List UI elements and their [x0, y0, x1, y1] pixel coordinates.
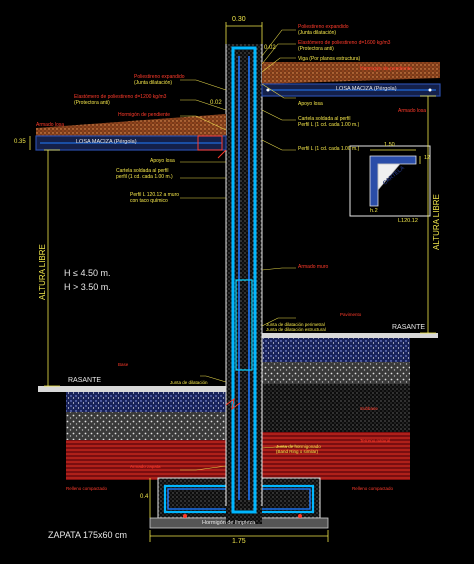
detail-dim-right-label: 12 [424, 155, 431, 161]
right-fill-layer [262, 384, 410, 432]
losa-left-label: LOSA MACIZA (Pérgola) [76, 139, 137, 145]
relleno-left-label: Relleno compactado [66, 486, 108, 491]
left-gravel-layer [66, 412, 226, 440]
rasante-left-label: RASANTE [68, 377, 102, 384]
subbase-label: Subbase [360, 406, 378, 411]
dim-002-left-label: 0.02 [210, 100, 222, 106]
rasante-right-label: RASANTE [392, 324, 426, 331]
horm-limpieza-label: Hormigón de limpieza [202, 520, 256, 526]
perfil-detail [349, 145, 431, 217]
base-left-label: Base [118, 362, 129, 367]
armado-losa-right-label: Armado losa [398, 108, 427, 114]
top-dimension-label: 0.30 [232, 16, 246, 23]
zapata-label: ZAPATA 175x60 cm [48, 530, 128, 540]
apoyo-right-label: Apoyo losa [298, 101, 323, 107]
left-rasante-line [38, 386, 226, 392]
junta-left-label: Junta de dilatación [170, 380, 208, 385]
poliest-left-label: Poliestireno expandido(Junta dilatación) [134, 74, 185, 86]
right-asphalt-layer [262, 338, 410, 362]
height-condition-2: H > 3.50 m. [64, 282, 111, 292]
right-rasante-line [262, 333, 438, 338]
detail-l-label: L120.12 [398, 218, 418, 224]
left-ground [38, 386, 226, 480]
right-slab [261, 62, 441, 97]
wall [225, 44, 263, 524]
left-asphalt-layer [66, 392, 226, 412]
pavimento-label: Pavimento [340, 312, 362, 317]
right-earth-layer [262, 432, 410, 480]
right-ground [262, 333, 438, 480]
altura-libre-right-label: ALTURA LIBRE [432, 194, 441, 250]
dimensions [29, 22, 436, 542]
left-earth-layer [66, 440, 226, 480]
dim-04-label: 0.4 [140, 494, 149, 500]
dim-175-label: 1.75 [232, 538, 246, 545]
perfil-cm-right-label: Perfil L (1 cd. cada 1.00 m.) [298, 146, 360, 152]
relleno-right-label: Relleno compactado [352, 486, 394, 491]
poliest-top-label: Poliestireno expandido(Junta dilatación) [298, 24, 349, 36]
armado-losa-left-label: Armado losa [36, 122, 65, 128]
right-gravel-layer [262, 362, 410, 384]
apoyo-left-label: Apoyo losa [150, 158, 175, 164]
altura-libre-left-label: ALTURA LIBRE [38, 244, 47, 300]
detail-dim-top-label: 1.50 [384, 142, 395, 148]
armado-zapata-label: Armado zapata [130, 464, 161, 469]
junta-horm-label: Junta de hormigonado(Band Ring o similar… [276, 444, 321, 454]
horm-pend-top-label: Hormigón de pendiente [360, 66, 412, 72]
leaders [180, 29, 300, 471]
armado-muro-label: Armado muro [298, 264, 329, 270]
dim-002-right-label: 0.02 [264, 45, 276, 51]
elast-top-label: Elastómero de poliestireno d=1600 kg/m3(… [298, 40, 391, 52]
viga-top-label: Viga (Por planos estructura) [298, 56, 361, 62]
terreno-label: Terreno natural [360, 438, 391, 443]
losa-right-label: LOSA MACIZA (Pérgola) [336, 86, 397, 92]
dim-035-label: 0.35 [14, 139, 26, 145]
height-condition-1: H ≤ 4.50 m. [64, 268, 111, 278]
horm-pend-left-label: Hormigón de pendiente [118, 112, 170, 118]
elast-left-label: Elastómero de poliestireno d=1200 kg/m3(… [74, 94, 167, 106]
detail-h-label: h.2 [370, 208, 378, 214]
left-slab [35, 114, 227, 159]
